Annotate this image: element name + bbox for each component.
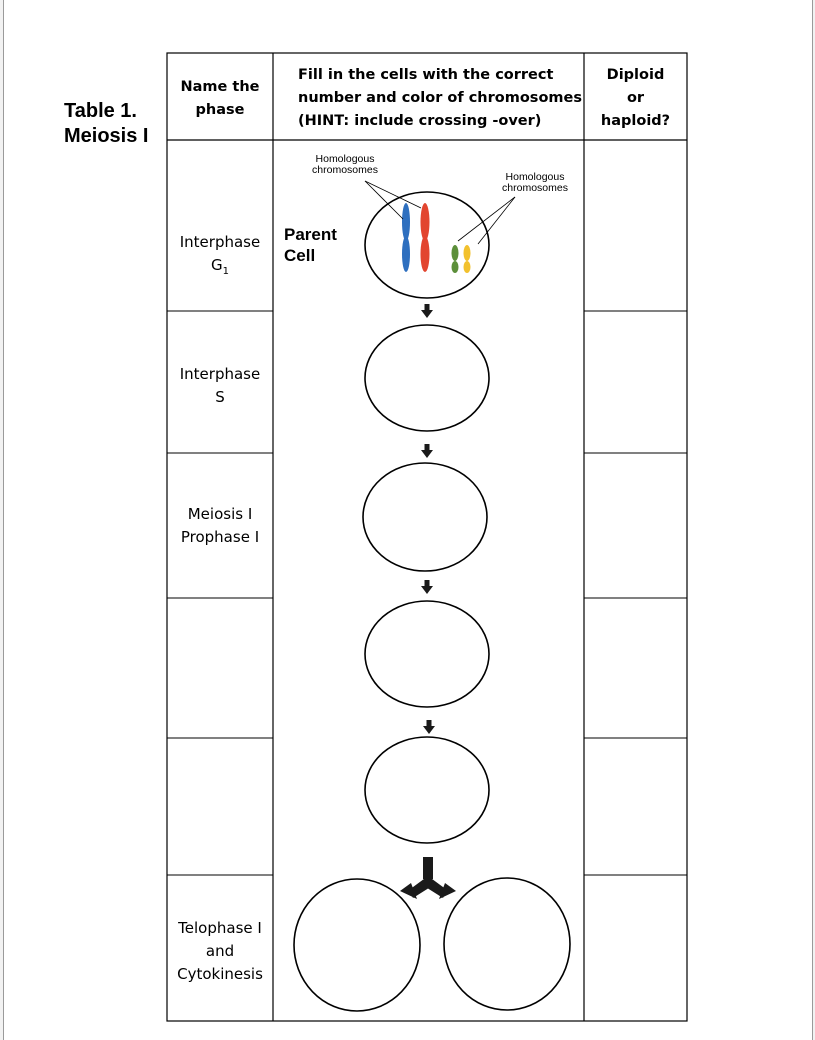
phase-line: Interphase [179, 233, 261, 251]
down-arrows [421, 304, 435, 734]
green-chromosome-icon [451, 245, 459, 261]
phase-line: Cytokinesis [177, 965, 263, 983]
phase-name-row3: Meiosis I Prophase I [167, 503, 273, 549]
homologous-label-left: Homologous chromosomes [312, 153, 378, 176]
down-arrow-icon [421, 304, 433, 318]
table-title: Table 1. Meiosis I [64, 99, 148, 149]
phase-line: Prophase I [180, 528, 260, 546]
table-title-line1: Table 1. [64, 100, 137, 122]
daughter-cell-left[interactable] [293, 878, 421, 1012]
table-title-line2: Meiosis I [64, 125, 149, 147]
homologous-label-right: Homologous chromosomes [502, 171, 568, 194]
yellow-chromosome-icon [463, 245, 471, 261]
header-ploidy-line2: or [626, 90, 645, 106]
header-cells: Fill in the cells with the correct numbe… [298, 64, 583, 133]
down-arrow-icon [421, 580, 433, 594]
header-ploidy-line3: haploid? [600, 113, 671, 129]
cell-circle-5[interactable] [364, 736, 490, 844]
phase-line: G1 [211, 256, 229, 277]
daughter-cell-right[interactable] [443, 877, 571, 1011]
cell-circle-4[interactable] [364, 600, 490, 708]
header-phase-line1: Name the [180, 79, 260, 95]
phase-name-row1: Interphase G1 [167, 231, 273, 283]
header-cells-line3: (HINT: include crossing -over) [298, 113, 542, 129]
parent-cell-circle [364, 191, 490, 299]
header-phase-line2: phase [195, 102, 245, 118]
cell-circle-s[interactable] [364, 324, 490, 432]
down-arrow-icon [421, 444, 433, 458]
header-cells-line1: Fill in the cells with the correct [298, 67, 554, 83]
down-arrow-icon [423, 720, 435, 734]
phase-line: Meiosis I [187, 505, 253, 523]
header-ploidy-line1: Diploid [606, 67, 665, 83]
blue-chromosome-icon [402, 203, 410, 241]
parent-cell-label: Parent Cell [284, 225, 337, 265]
split-arrow-icon [400, 857, 456, 899]
chromosomes [402, 203, 471, 273]
header-phase: Name the phase [167, 76, 273, 122]
header-cells-line2: number and color of chromosomes [298, 90, 582, 106]
header-ploidy: Diploid or haploid? [584, 64, 687, 133]
phase-line: Interphase [179, 365, 261, 383]
worksheet-page [3, 0, 813, 1040]
cell-circle-prophase[interactable] [362, 462, 488, 572]
phase-name-row6: Telophase I and Cytokinesis [167, 917, 273, 986]
phase-line: S [215, 388, 225, 406]
red-chromosome-icon [420, 203, 430, 241]
phase-line: Telophase I [178, 919, 262, 937]
table-border [166, 52, 688, 1022]
phase-name-row2: Interphase S [167, 363, 273, 409]
row-dividers [167, 310, 687, 876]
label-pointers [364, 180, 516, 245]
phase-line: and [205, 942, 235, 960]
